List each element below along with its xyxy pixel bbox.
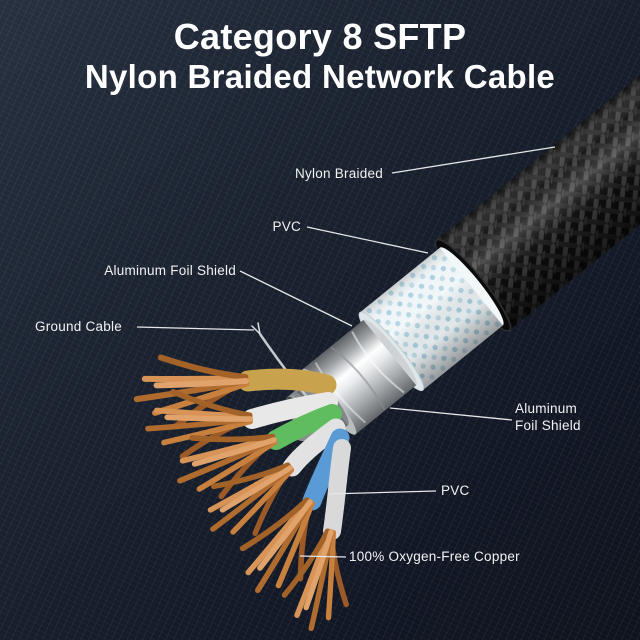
callout-aluminum-foil-left: Aluminum Foil Shield xyxy=(104,263,236,278)
callout-ground-cable: Ground Cable xyxy=(35,319,123,334)
wire-sleeves xyxy=(237,368,351,540)
wire-sleeve-yellow xyxy=(237,368,337,396)
ground-wire-tip xyxy=(251,322,261,335)
page-title: Category 8 SFTP Nylon Braided Network Ca… xyxy=(0,16,640,97)
leader-lines xyxy=(136,146,556,558)
leader-line-copper xyxy=(299,555,347,558)
braid-shading xyxy=(436,48,640,331)
foil-crease-3 xyxy=(314,362,366,424)
copper-strands-white-3 xyxy=(278,525,361,635)
title-line-2: Nylon Braided Network Cable xyxy=(84,58,556,96)
title-line-1: Category 8 SFTP xyxy=(173,16,467,57)
foil-crease-1 xyxy=(351,331,405,394)
leader-line-pvc-inner xyxy=(327,490,437,495)
wire-sleeve-white-1 xyxy=(242,392,338,429)
leader-line-ground-cable xyxy=(136,326,255,331)
callout-aluminum-foil-right-line1: Aluminum xyxy=(515,401,578,416)
leader-line-foil-right xyxy=(389,407,513,421)
wire-sleeve-white-2 xyxy=(282,418,346,477)
aluminum-foil-shield xyxy=(302,320,417,435)
callout-aluminum-foil-right: Aluminum Foil Shield xyxy=(515,400,581,434)
wire-sleeve-green xyxy=(266,404,342,450)
wire-sleeve-white-3 xyxy=(323,439,351,540)
leader-line-foil-left xyxy=(239,270,353,327)
foil-crease-2 xyxy=(330,346,386,411)
callout-aluminum-foil-right-line2: Foil Shield xyxy=(515,418,581,433)
callout-pvc-inner: PVC xyxy=(441,483,470,498)
ground-wire xyxy=(251,322,317,409)
leader-line-nylon-braided xyxy=(391,146,556,174)
leader-line-pvc-outer xyxy=(306,226,429,254)
callout-pvc-outer: PVC xyxy=(272,219,301,234)
callout-nylon-braided: Nylon Braided xyxy=(294,166,383,181)
callout-copper: 100% Oxygen-Free Copper xyxy=(349,549,520,564)
